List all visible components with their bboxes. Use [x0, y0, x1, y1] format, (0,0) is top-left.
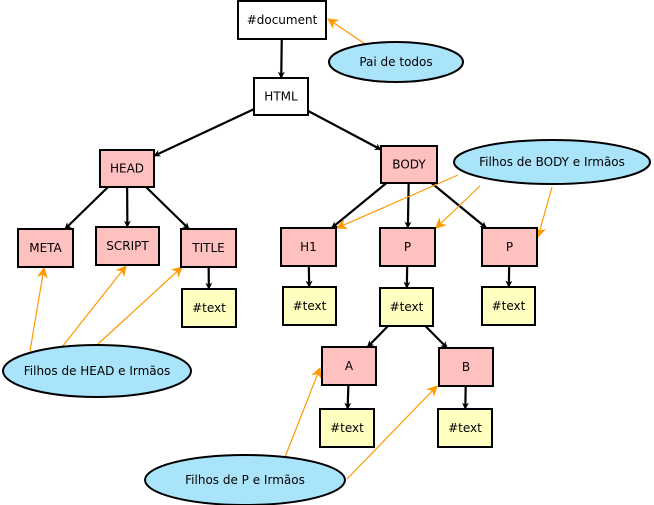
node-label: P	[404, 240, 411, 254]
annotation-label: Filhos de HEAD e Irmãos	[24, 364, 171, 378]
node-box	[280, 227, 337, 267]
node-box	[380, 145, 438, 184]
node-box	[282, 286, 337, 326]
node-a: A	[321, 346, 377, 386]
node-h1-text: #text	[282, 286, 337, 326]
node-h1: H1	[280, 227, 337, 267]
node-box	[437, 408, 493, 448]
edge-head-to-title	[145, 186, 190, 230]
node-label: P	[506, 240, 513, 254]
node-box	[180, 228, 237, 268]
edge-head-to-meta	[64, 186, 109, 230]
node-p2-text: #text	[481, 286, 536, 326]
node-label: #text	[390, 300, 424, 314]
node-meta: META	[17, 228, 74, 268]
node-a-text: #text	[319, 408, 375, 448]
edge-body-to-h1	[330, 182, 388, 229]
node-box	[438, 347, 494, 387]
node-box	[99, 149, 155, 188]
edge-body-to-p1	[404, 182, 412, 229]
node-p1-text: #text	[379, 287, 434, 327]
pointer-note-head-to-script	[61, 265, 127, 348]
node-body: BODY	[380, 145, 438, 184]
node-box	[321, 346, 377, 386]
edge-p1-text-to-a	[366, 325, 389, 348]
edge-document-to-html	[277, 38, 285, 79]
annotation-bubble	[144, 454, 346, 505]
node-label: BODY	[392, 158, 426, 172]
node-box	[379, 287, 434, 327]
node-box	[95, 226, 160, 266]
pointer-note-p-to-a	[284, 366, 322, 458]
pointer-note-body-to-p1	[435, 185, 481, 229]
annotation-bubble	[328, 41, 464, 83]
pointer-note-body-to-p2	[535, 186, 553, 239]
node-box	[319, 408, 375, 448]
node-b: B	[438, 347, 494, 387]
annotation-note-p: Filhos de P e Irmãos	[144, 454, 346, 505]
pointer-note-root-to-document	[327, 18, 366, 45]
edge-html-to-head	[153, 108, 255, 157]
node-label: HEAD	[110, 162, 144, 176]
node-box	[481, 227, 538, 267]
node-document: #document	[237, 0, 327, 40]
node-head: HEAD	[99, 149, 155, 188]
node-b-text: #text	[437, 408, 493, 448]
node-label: #document	[247, 13, 318, 27]
edges-layer	[64, 38, 513, 410]
node-html: HTML	[253, 77, 309, 116]
node-label: META	[29, 241, 62, 255]
node-box	[237, 0, 327, 40]
node-script: SCRIPT	[95, 226, 160, 266]
edge-p1-text-to-b	[424, 325, 448, 349]
node-p2: P	[481, 227, 538, 267]
node-title: TITLE	[180, 228, 237, 268]
node-box	[253, 77, 309, 116]
node-p1: P	[379, 227, 436, 267]
node-box	[181, 288, 237, 328]
annotation-label: Pai de todos	[359, 55, 432, 69]
node-label: #text	[492, 299, 526, 313]
pointer-note-p-to-b	[346, 385, 438, 480]
node-box	[17, 228, 74, 268]
node-label: B	[462, 360, 470, 374]
node-label: H1	[300, 240, 317, 254]
node-box	[379, 227, 436, 267]
node-label: A	[345, 359, 354, 373]
pointer-note-head-to-meta	[29, 266, 48, 352]
node-label: #text	[293, 299, 327, 313]
edge-a-to-a-text	[344, 384, 352, 410]
annotation-note-head: Filhos de HEAD e Irmãos	[2, 344, 192, 398]
annotation-label: Filhos de P e Irmãos	[185, 473, 305, 487]
annotation-label: Filhos de BODY e Irmãos	[479, 155, 625, 169]
node-label: TITLE	[191, 241, 224, 255]
node-label: SCRIPT	[106, 239, 149, 253]
annotation-note-root: Pai de todos	[328, 41, 464, 83]
edge-html-to-body	[307, 109, 382, 151]
node-label: #text	[448, 421, 482, 435]
annotation-bubble	[2, 344, 192, 398]
annotation-note-body: Filhos de BODY e Irmãos	[453, 139, 651, 185]
node-label: #text	[330, 421, 364, 435]
node-label: #text	[192, 301, 226, 315]
pointer-note-head-to-title	[97, 266, 183, 345]
node-box	[481, 286, 536, 326]
node-title-text: #text	[181, 288, 237, 328]
annotation-bubble	[453, 139, 651, 185]
node-label: HTML	[264, 90, 298, 104]
